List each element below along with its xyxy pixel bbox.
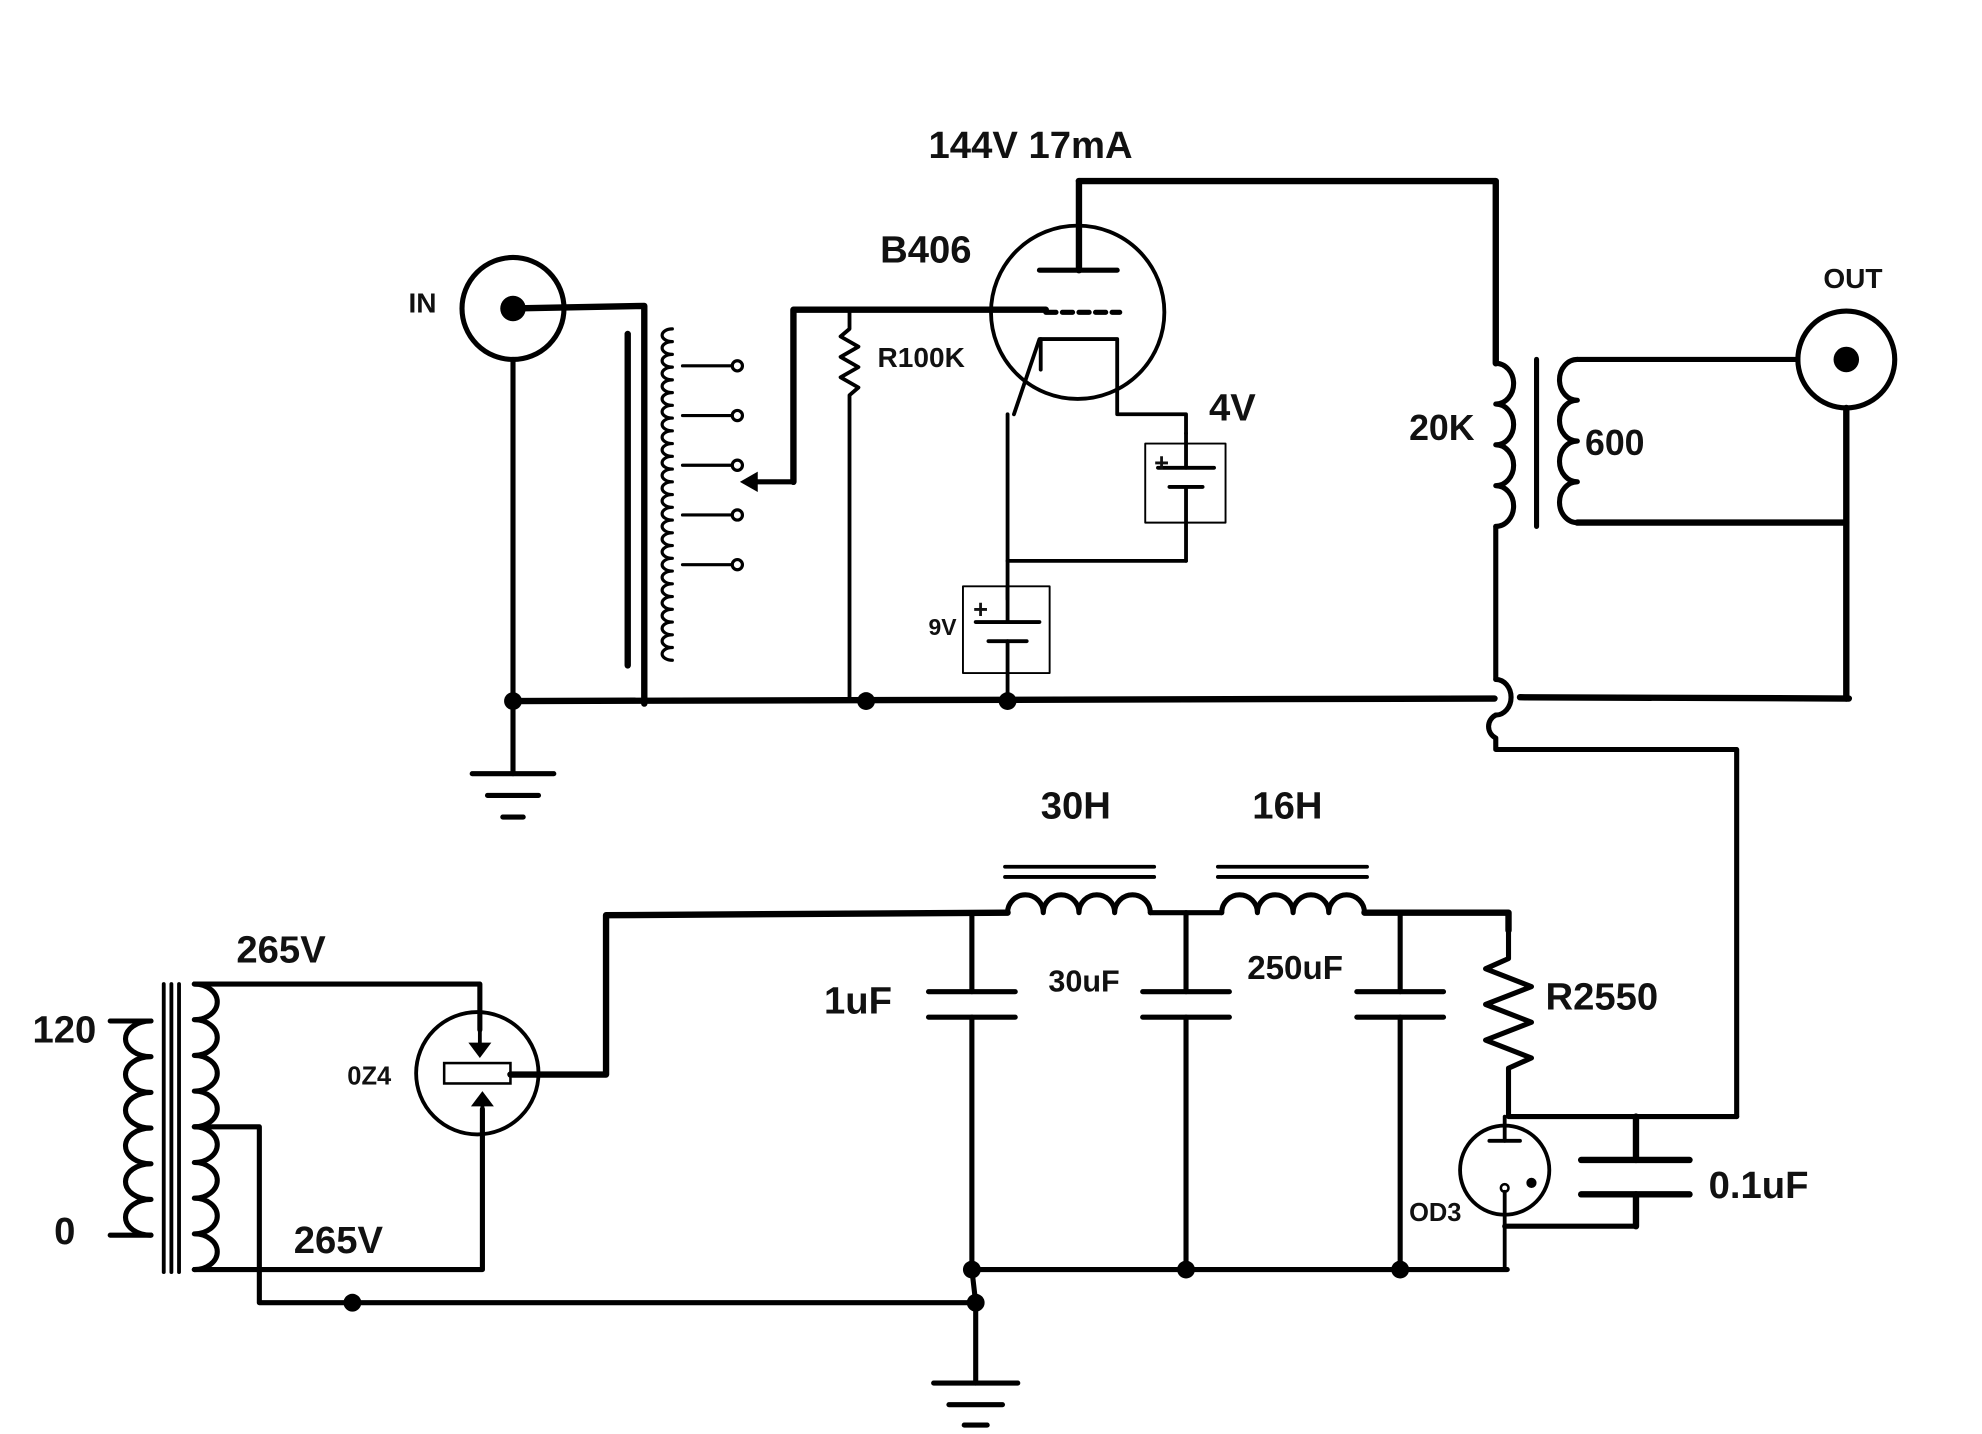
mains-high-label: 120 (32, 1009, 96, 1052)
wire-secondary-top (191, 981, 483, 1033)
plate-voltage-label: 144V 17mA (929, 124, 1133, 167)
tap-selector-wire (790, 306, 1049, 486)
output-transformer-primary (1493, 360, 1517, 682)
wire-rectifier-out (507, 909, 1011, 1078)
wire-secondary-bottom (191, 1106, 485, 1273)
wire-b-plus-return (1486, 712, 1740, 1120)
wire-input (509, 302, 648, 707)
tap-selector-arrowhead (739, 471, 758, 493)
grid-resistor-label: R100K (878, 342, 965, 373)
bypass-cap-label: 0.1uF (1709, 1164, 1809, 1207)
output-transformer-secondary (1556, 356, 1580, 526)
choke-30h (1003, 864, 1157, 916)
capacitor-30uf (1140, 910, 1232, 1273)
choke-16h (1215, 864, 1369, 916)
ground-symbol-bottom (931, 1380, 1021, 1428)
bias-battery: + (962, 584, 1051, 703)
cap2-label: 30uF (1048, 965, 1119, 999)
output-label: OUT (1823, 263, 1882, 294)
secondary-upper-label: 265V (236, 928, 326, 971)
secondary-impedance-label: 600 (1585, 423, 1645, 463)
bias-battery-label: 9V (929, 614, 958, 640)
grid-resistor (838, 307, 861, 703)
junction-dot (998, 692, 1017, 710)
wire-plate (1075, 177, 1499, 367)
rectifier-label: 0Z4 (347, 1063, 392, 1091)
wire-b-plus (1361, 909, 1512, 934)
mains-low-label: 0 (54, 1210, 75, 1253)
junction-dot (857, 692, 876, 710)
triode-tube (989, 177, 1188, 436)
output-jack (1795, 308, 1898, 411)
triode-label: B406 (880, 229, 971, 272)
regulator-label: OD3 (1409, 1199, 1461, 1227)
cap3-label: 250uF (1247, 950, 1343, 987)
capacitor-250uf (1354, 910, 1447, 1273)
dropping-resistor-label: R2550 (1545, 976, 1658, 1019)
power-transformer-core (161, 982, 181, 1275)
svg-text:+: + (1154, 450, 1169, 478)
power-transformer-primary (107, 1018, 154, 1238)
wire-crossover (1493, 676, 1514, 718)
input-transformer-coil (660, 327, 674, 662)
ground-symbol-top (469, 698, 557, 820)
junction-dot (343, 1293, 362, 1312)
ground-bus-right (1516, 694, 1853, 702)
junction-dot (1391, 1260, 1410, 1279)
wire-center-tap (191, 1124, 979, 1306)
filament-battery-label: 4V (1209, 387, 1256, 430)
capacitor-1uf (925, 912, 1018, 1273)
choke2-label: 16H (1252, 784, 1322, 827)
dropping-resistor (1483, 927, 1740, 1120)
secondary-lower-label: 265V (294, 1219, 384, 1262)
primary-impedance-label: 20K (1409, 408, 1475, 448)
svg-text:+: + (973, 596, 988, 624)
capacitor-0-1uf (1577, 1113, 1693, 1230)
input-label: IN (408, 287, 436, 318)
wire-supply-ground-drop (969, 1267, 979, 1386)
regulator-tube (1458, 1114, 1552, 1272)
cap1-label: 1uF (824, 979, 892, 1022)
choke1-label: 30H (1041, 784, 1111, 827)
input-transformer-taps (680, 359, 745, 572)
filament-battery: + (1144, 431, 1227, 563)
junction-dot (1177, 1260, 1195, 1279)
